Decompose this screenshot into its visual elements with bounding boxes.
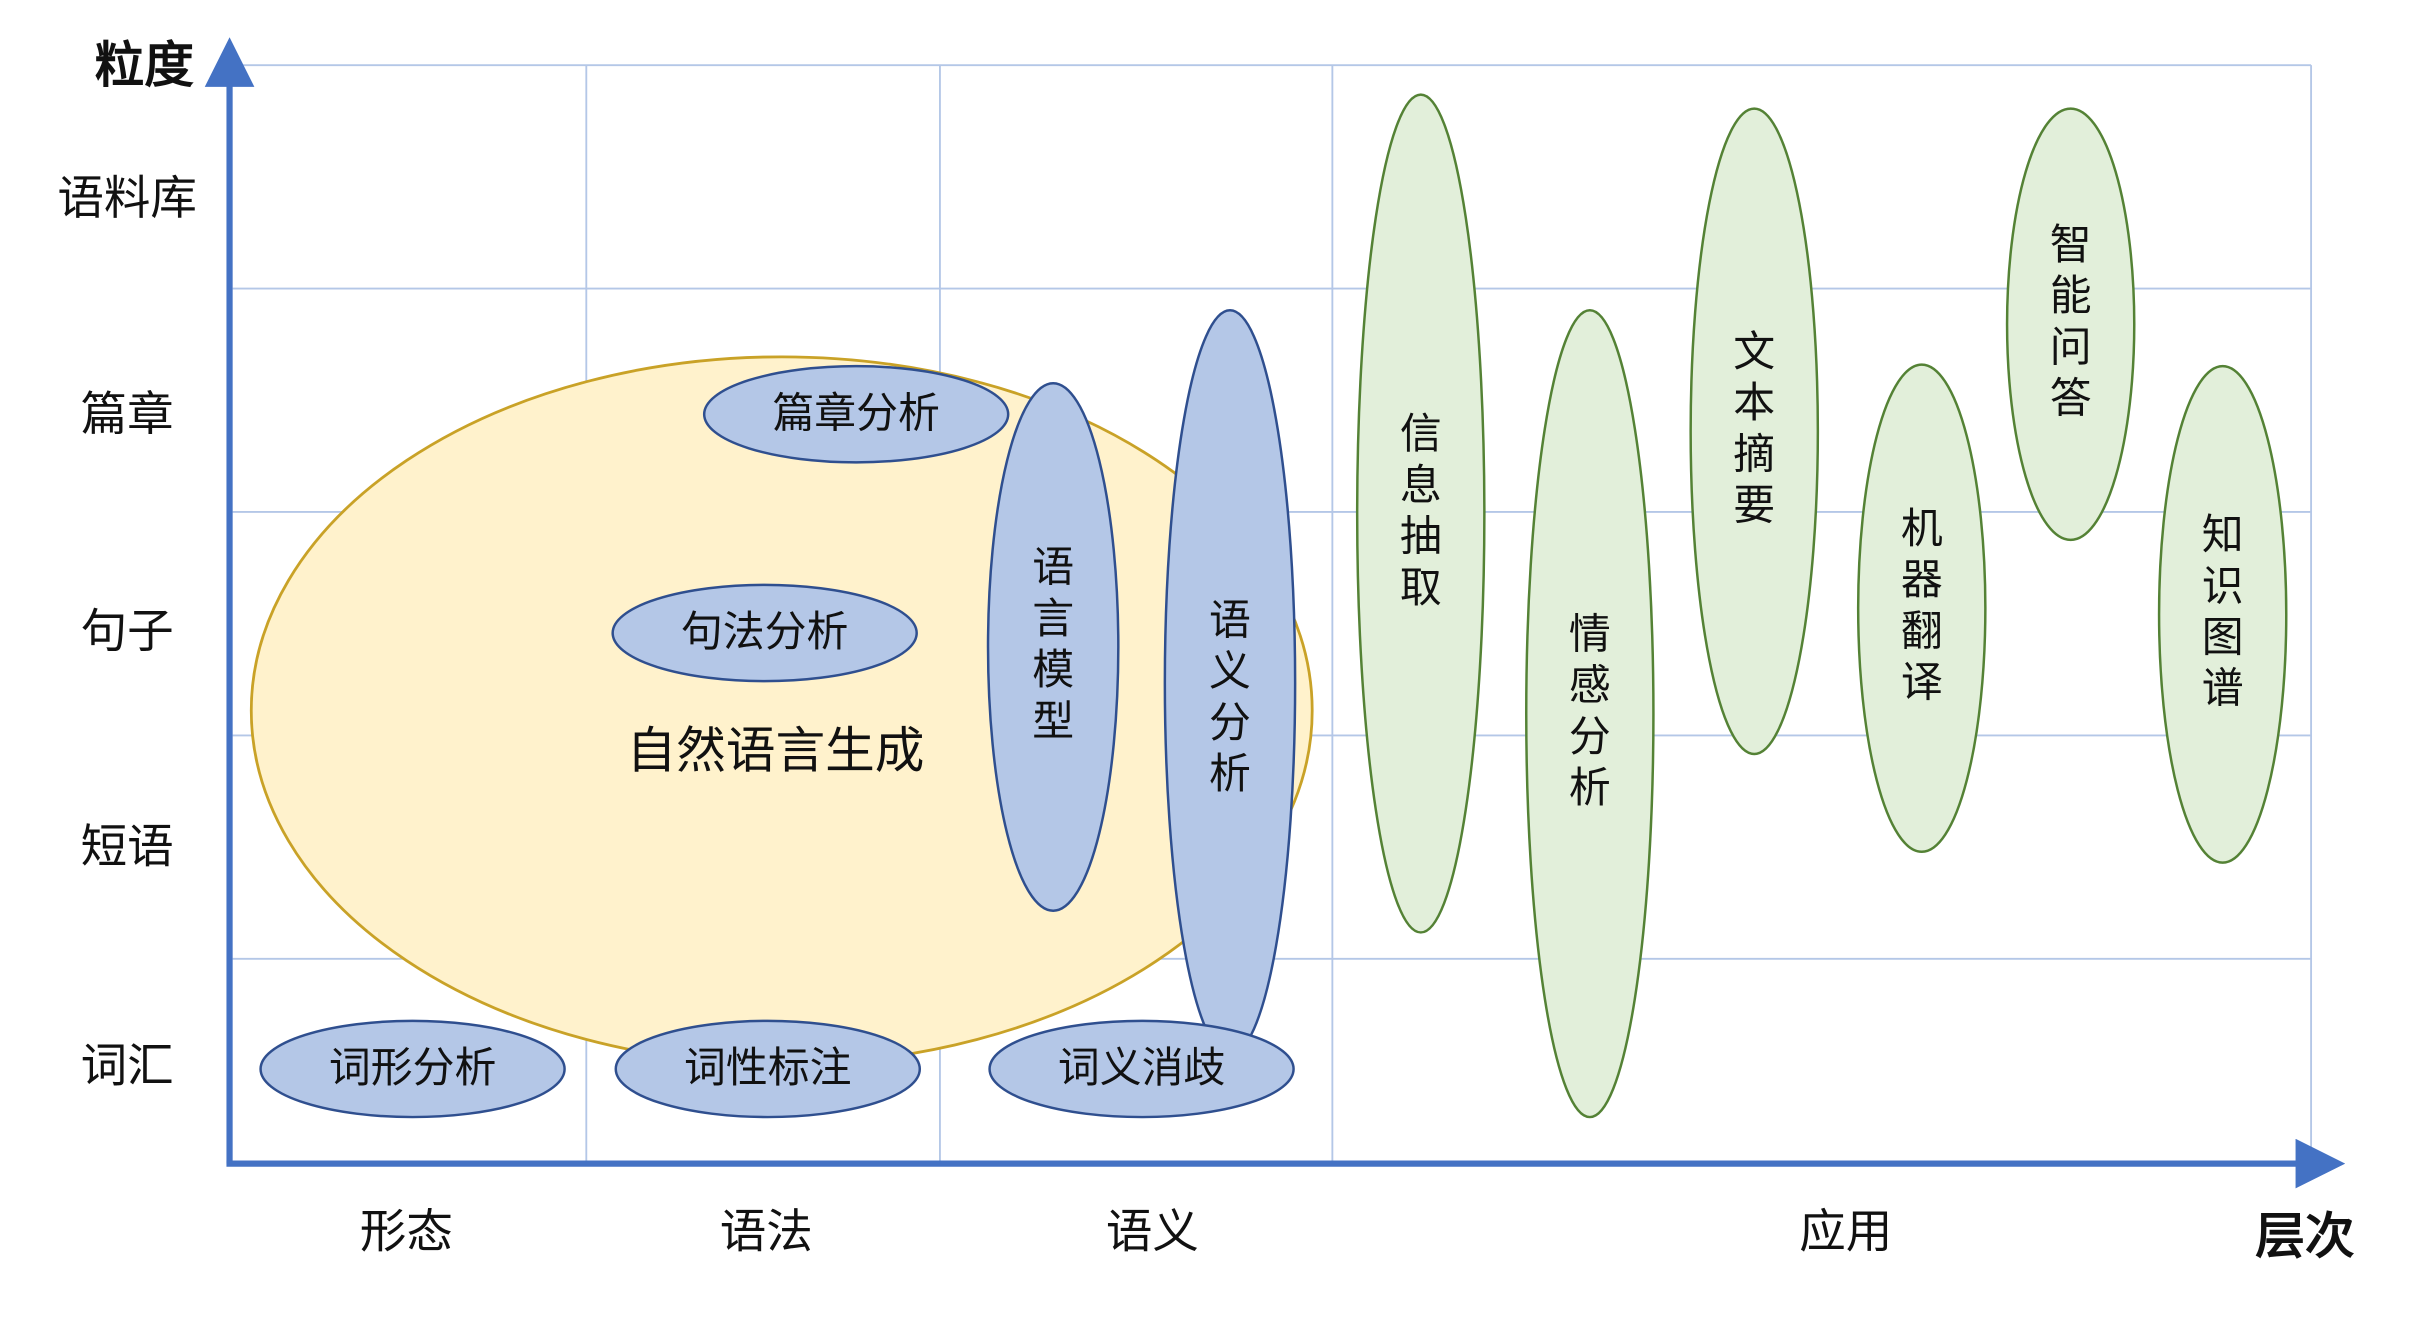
sentiment-label: 情感分析 — [1569, 609, 1611, 812]
y-tick-sentence: 句子 — [81, 604, 174, 658]
y-tick-word: 词汇 — [81, 1038, 174, 1092]
y-tick-phrase: 短语 — [81, 820, 174, 874]
x-tick-semantics: 语义 — [1106, 1204, 1199, 1258]
mt-ellipse — [1856, 363, 1987, 854]
pos-tagging-label: 词性标注 — [684, 1043, 851, 1092]
summarization-label: 文本摘要 — [1733, 327, 1775, 530]
x-tick-syntax: 语法 — [720, 1204, 813, 1258]
sentiment-ellipse — [1525, 309, 1655, 1119]
ie-ellipse — [1355, 93, 1486, 934]
morphology-analysis-label: 词形分析 — [329, 1043, 496, 1092]
mt-label: 机器翻译 — [1901, 504, 1943, 707]
x-tick-morphology: 形态 — [360, 1204, 453, 1258]
semantic-analysis-label: 语义分析 — [1209, 595, 1251, 798]
vertical-labels: 语言模型 语义分析 信息抽取情感分析 文本摘要机器翻译 智能问答知识图谱 — [1032, 220, 2243, 812]
syntax-analysis-ellipse — [611, 583, 918, 683]
language-model-label: 语言模型 — [1032, 543, 1074, 746]
nlg-region — [249, 355, 1314, 1066]
summarization-ellipse — [1689, 107, 1820, 756]
y-tick-corpus: 语料库 — [57, 171, 197, 225]
syntax-analysis-label: 句法分析 — [681, 607, 848, 656]
pos-tagging-ellipse — [614, 1019, 922, 1119]
x-tick-application: 应用 — [1799, 1204, 1892, 1258]
ie-label: 信息抽取 — [1400, 409, 1442, 612]
discourse-analysis-label: 篇章分析 — [772, 388, 939, 437]
nlg-label: 自然语言生成 — [627, 722, 925, 780]
qa-label: 智能问答 — [2050, 220, 2092, 423]
morphology-analysis-ellipse — [259, 1019, 566, 1119]
blue-tasks — [259, 309, 1297, 1119]
x-axis-title: 层次 — [2255, 1207, 2355, 1265]
kg-ellipse — [2157, 364, 2288, 864]
discourse-analysis-ellipse — [702, 364, 1010, 464]
green-tasks — [1355, 93, 2288, 1119]
qa-ellipse — [2005, 107, 2136, 542]
y-axis-title: 粒度 — [95, 36, 195, 94]
kg-label: 知识图谱 — [2202, 510, 2244, 713]
language-model-ellipse — [986, 381, 1120, 912]
wsd-ellipse — [988, 1019, 1295, 1119]
wsd-label: 词义消歧 — [1058, 1043, 1225, 1092]
y-tick-discourse: 篇章 — [81, 387, 174, 441]
